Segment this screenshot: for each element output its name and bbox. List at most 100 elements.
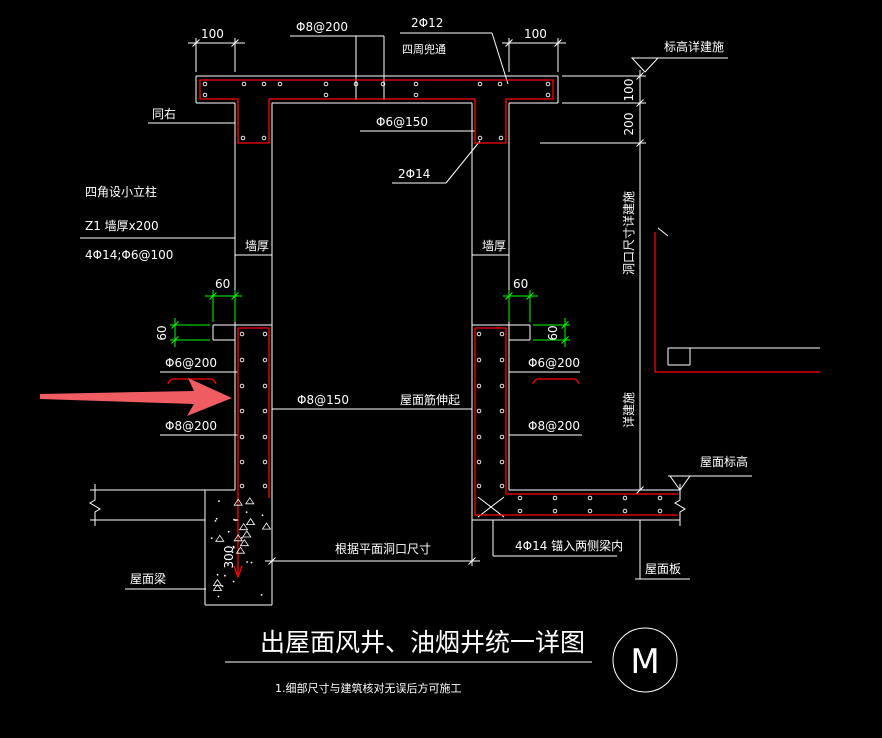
roof-bar-note-label: 屋面筋伸起	[400, 392, 460, 407]
dimension-tick	[636, 99, 644, 107]
beam-bars-label: 2Φ14	[398, 167, 430, 181]
dim-60-top-right: 60	[513, 277, 528, 291]
ring-note-label: 四周兜通	[402, 42, 446, 56]
rebar-dot	[545, 92, 551, 98]
rebar-dot	[239, 459, 245, 465]
concrete-hatch-dot	[234, 519, 237, 521]
dimension-tick	[636, 486, 644, 494]
rebar-dot	[262, 383, 268, 389]
concrete-hatch-dot	[250, 561, 253, 564]
concrete-hatch-mark	[239, 538, 250, 547]
rebar-dot	[545, 81, 551, 87]
concrete-hatch-mark	[212, 578, 223, 586]
rebar-anchor-arrow	[233, 565, 243, 579]
concrete-hatch-mark	[212, 583, 223, 591]
rebar-dot	[239, 483, 245, 489]
dimension-tick	[468, 557, 476, 565]
dimension-tick	[192, 39, 200, 47]
concrete-hatch-mark	[235, 546, 246, 554]
concrete-hatch-mark	[238, 522, 249, 531]
concrete-hatch-dot	[233, 518, 235, 521]
concrete-hatch-dot	[236, 519, 238, 521]
rebar-dot	[657, 495, 663, 501]
rebar-dot	[657, 508, 663, 514]
rebar-dot	[499, 434, 505, 440]
rebar-dot	[241, 81, 247, 87]
concrete-hatch-dot	[261, 514, 264, 517]
leader-line	[445, 140, 481, 184]
rebar-dot	[622, 495, 628, 501]
dimension-tick	[636, 139, 644, 147]
dimension-tick	[209, 292, 217, 300]
rebar-dot	[353, 81, 359, 87]
rebar-dot	[239, 383, 245, 389]
rebar-dot	[239, 434, 245, 440]
ring-bars-label: 2Φ12	[411, 16, 443, 30]
cap-rebar-outline	[199, 79, 554, 144]
rebar-dot	[262, 459, 268, 465]
rebar-dot	[277, 81, 283, 87]
anchor-note-label: 4Φ14 锚入两侧梁内	[515, 538, 623, 553]
rebar-dot	[239, 408, 245, 414]
rebar-dot	[476, 331, 482, 337]
rebar-dot	[202, 92, 208, 98]
leader-line	[491, 32, 509, 85]
dimension-tick	[171, 321, 179, 329]
roof-elevation-label: 屋面标高	[700, 454, 748, 469]
dim-300: 300	[222, 546, 236, 569]
rebar-dot	[262, 408, 268, 414]
rebar-dot	[261, 135, 267, 141]
dim-top-left: 100	[201, 27, 224, 41]
dimension-tick	[561, 336, 569, 344]
dimension-tick	[231, 39, 239, 47]
rebar-dot	[262, 331, 268, 337]
elevation-marker-top	[630, 57, 660, 73]
horizontal-bars-label: Φ8@150	[297, 393, 349, 407]
rebar-dot	[517, 495, 523, 501]
wall-thickness-left-label: 墙厚	[245, 239, 269, 253]
concrete-hatch-mark	[245, 497, 255, 505]
rebar-dot	[477, 81, 483, 87]
rebar-dot	[261, 81, 267, 87]
detail-index-circle	[612, 627, 678, 693]
rebar-dot	[497, 81, 503, 87]
background-detail-line	[657, 227, 669, 237]
dimension-tick	[636, 72, 644, 80]
rebar-dot	[262, 483, 268, 489]
rebar-dot	[587, 495, 593, 501]
dim-60-right: 60	[546, 325, 560, 340]
rebar-dot	[499, 459, 505, 465]
rebar-dot	[499, 357, 505, 363]
rebar-dot	[239, 357, 245, 363]
corner-cross-mark	[477, 496, 505, 518]
concrete-hatch-dot	[215, 517, 218, 520]
cap-stirrup-label: Φ6@150	[376, 115, 428, 129]
elevation-note-label: 标高详建施	[664, 39, 724, 54]
vertical-bars-left-label: Φ8@200	[165, 419, 217, 433]
vertical-bars-right-label: Φ8@200	[528, 419, 580, 433]
stirrup-mark-right	[532, 378, 580, 385]
concrete-hatch-dot	[232, 545, 235, 548]
opening-note-label: 根据平面洞口尺寸	[335, 542, 431, 556]
break-symbol-right	[674, 484, 686, 526]
rebar-dot	[413, 92, 419, 98]
rebar-dot	[380, 81, 386, 87]
dimension-tick	[505, 292, 513, 300]
rebar-dot	[262, 357, 268, 363]
rebar-dot	[499, 408, 505, 414]
dimension-tick	[561, 321, 569, 329]
drawing-geometry	[80, 32, 820, 663]
break-symbol-left	[89, 484, 101, 526]
rebar-dot	[476, 383, 482, 389]
concrete-hatch-dot	[232, 580, 235, 583]
rebar-dot	[239, 331, 245, 337]
concrete-hatch-dot	[210, 537, 213, 539]
dim-top-right: 100	[524, 27, 547, 41]
roof-beam-label: 屋面梁	[130, 571, 166, 586]
rebar-dot	[499, 383, 505, 389]
concrete-hatch-mark	[261, 522, 272, 530]
rebar-dot	[476, 408, 482, 414]
concrete-hatch-dot	[216, 573, 219, 576]
rebar-dot	[476, 357, 482, 363]
